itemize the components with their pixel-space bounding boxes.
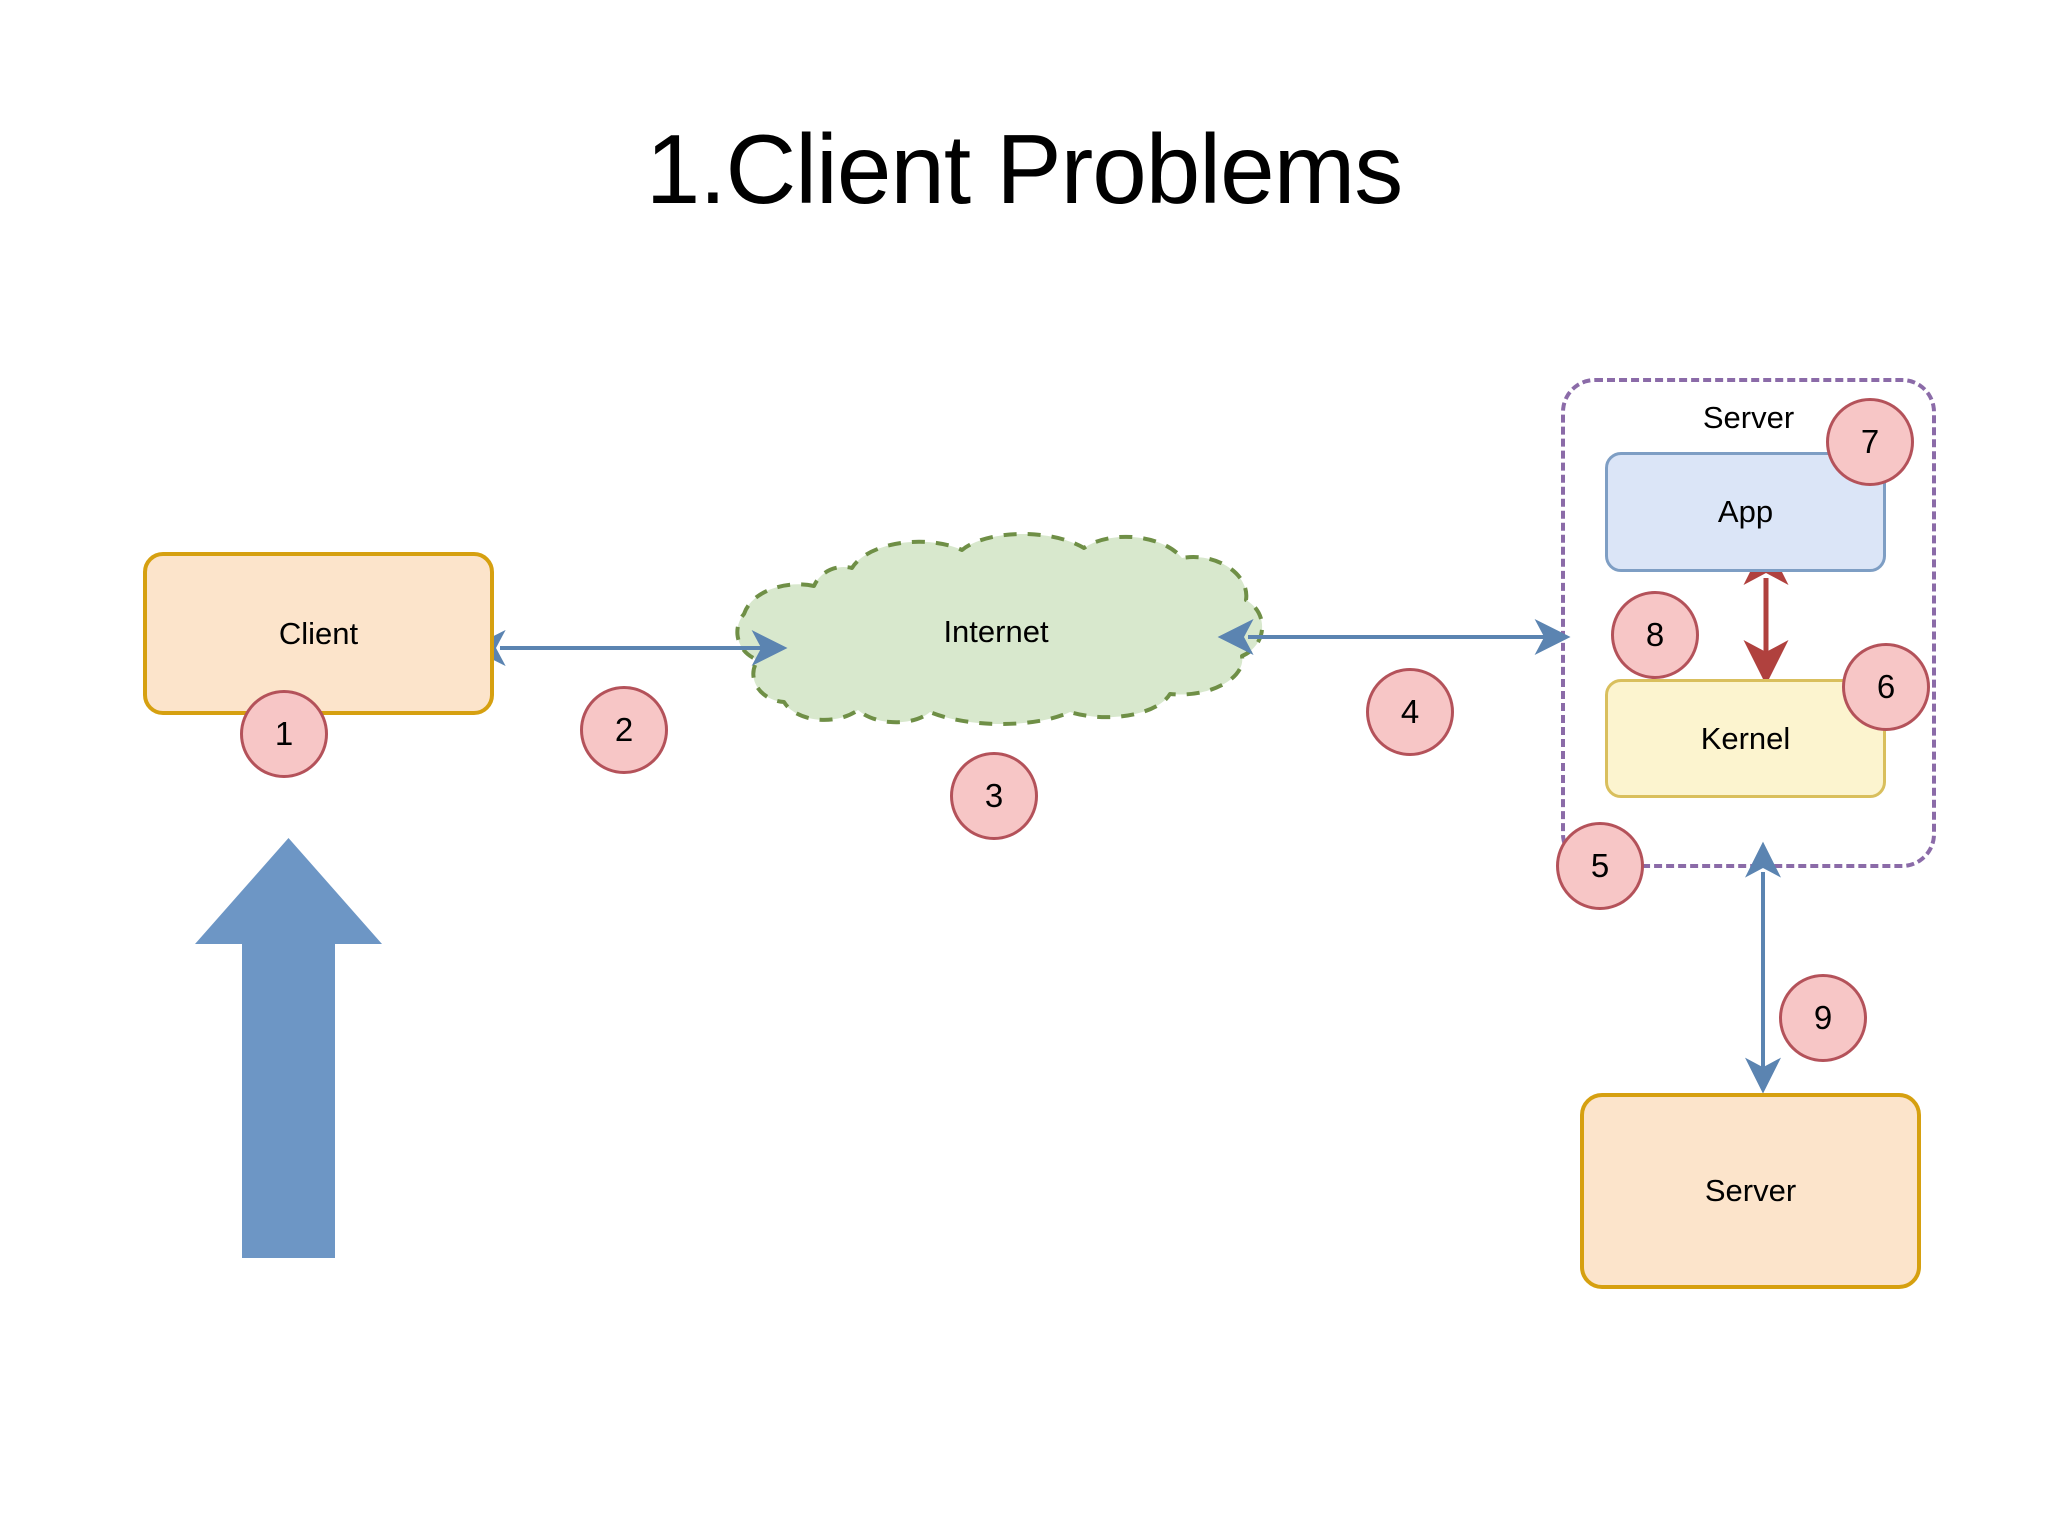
badge-4[interactable]: 4: [1366, 668, 1454, 756]
badge-4-label: 4: [1400, 693, 1420, 730]
badge-7-label: 7: [1860, 423, 1880, 460]
badge-3-label: 3: [984, 777, 1004, 814]
kernel-box-label: Kernel: [1700, 720, 1791, 756]
badge-8-label: 8: [1645, 616, 1665, 653]
page-title: 1.Client Problems: [645, 114, 1403, 224]
client-box-label: Client: [278, 615, 359, 651]
badge-3[interactable]: 3: [950, 752, 1038, 840]
emphasis-up-arrow-icon: [195, 838, 382, 1258]
badge-1[interactable]: 1: [240, 690, 328, 778]
server-bottom-box-label: Server: [1704, 1173, 1797, 1208]
badge-2-label: 2: [614, 711, 634, 748]
app-box-label: App: [1717, 494, 1774, 529]
badge-9-label: 9: [1813, 999, 1833, 1036]
server-bottom-box[interactable]: Server: [1580, 1093, 1921, 1289]
badge-9[interactable]: 9: [1779, 974, 1867, 1062]
badge-5[interactable]: 5: [1556, 822, 1644, 910]
internet-cloud-shape: [735, 532, 1264, 726]
badge-6-label: 6: [1876, 668, 1896, 705]
badge-5-label: 5: [1590, 847, 1610, 884]
badge-2[interactable]: 2: [580, 686, 668, 774]
badge-6[interactable]: 6: [1842, 643, 1930, 731]
kernel-box[interactable]: Kernel: [1605, 679, 1886, 798]
badge-1-label: 1: [274, 715, 294, 752]
internet-label: Internet: [943, 614, 1049, 649]
badge-7[interactable]: 7: [1826, 398, 1914, 486]
badge-8[interactable]: 8: [1611, 591, 1699, 679]
server-group-label: Server: [1702, 400, 1795, 435]
client-box[interactable]: Client: [143, 552, 494, 715]
